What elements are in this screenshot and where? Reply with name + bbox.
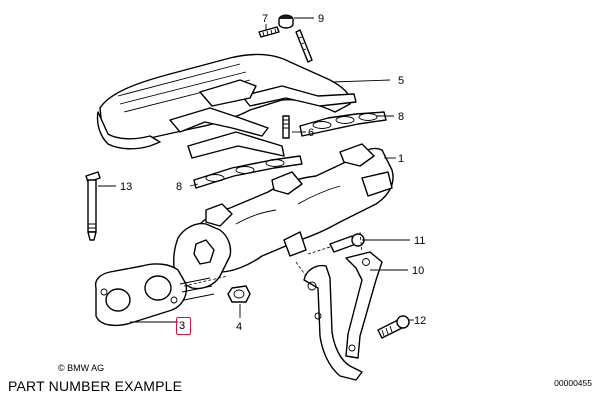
bracket-10 <box>295 231 383 381</box>
copyright-notice: © BMW AG <box>58 363 105 373</box>
callout-6: 6 <box>308 127 314 139</box>
flange-gasket-3 <box>94 263 229 327</box>
callout-1: 1 <box>398 153 404 165</box>
exhaust-downpipe <box>173 222 232 290</box>
bolt-11 <box>307 233 365 255</box>
callout-labels: 7 9 5 8 6 1 13 8 11 10 12 4 3 <box>120 13 426 333</box>
bolt-12 <box>377 315 410 339</box>
callout-8-upper: 8 <box>398 111 404 123</box>
stud-nut-9 <box>278 14 294 29</box>
diagram-reference-code: 00000455 <box>554 378 592 388</box>
part-number-caption: PART NUMBER EXAMPLE <box>8 378 183 394</box>
exhaust-manifold <box>189 143 394 273</box>
callout-8-lower: 8 <box>176 181 182 193</box>
stud-13 <box>85 171 101 241</box>
callout-3: 3 <box>179 320 185 332</box>
callout-11: 11 <box>414 235 425 247</box>
intake-manifold <box>96 53 357 159</box>
leader-lines <box>98 17 414 323</box>
long-stud <box>295 29 313 63</box>
callout-10: 10 <box>412 265 424 277</box>
gasket-upper <box>299 111 387 137</box>
stud-7 <box>258 26 280 38</box>
gasket-lower <box>193 155 303 189</box>
stud-6 <box>282 115 290 139</box>
callout-4: 4 <box>236 321 242 333</box>
callout-12: 12 <box>414 315 426 327</box>
callout-13: 13 <box>120 181 132 193</box>
nut-4 <box>227 285 251 303</box>
highlighted-callout-box <box>176 317 191 335</box>
callout-5: 5 <box>398 75 404 87</box>
callout-7: 7 <box>262 13 268 25</box>
callout-9: 9 <box>318 13 324 25</box>
